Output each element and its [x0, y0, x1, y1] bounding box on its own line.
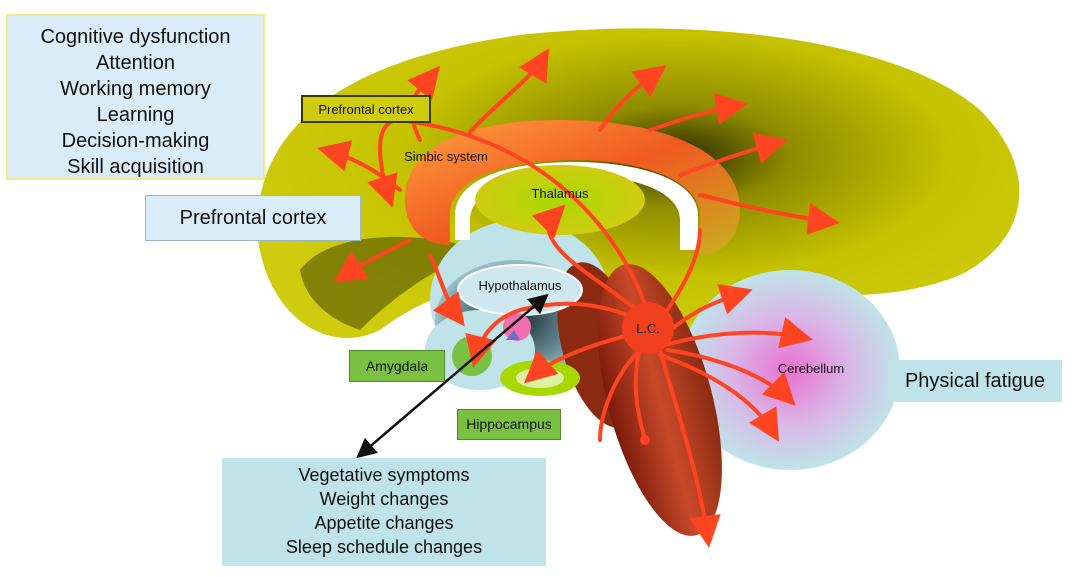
- vegetative-line: Vegetative symptoms: [222, 463, 546, 487]
- amygdala-label-box: Amygdala: [349, 350, 445, 382]
- prefrontal-cortex-brain-label: Prefrontal cortex: [318, 102, 414, 117]
- hypothalamus-label: Hypothalamus: [478, 278, 562, 293]
- vegetative-line: Sleep schedule changes: [222, 535, 546, 559]
- thalamus-label: Thalamus: [531, 186, 589, 201]
- cognitive-line: Decision-making: [8, 128, 263, 154]
- simbic-system-label: Simbic system: [404, 149, 488, 164]
- vegetative-line: Weight changes: [222, 487, 546, 511]
- cognitive-line: Learning: [8, 102, 263, 128]
- locus-coeruleus-label: L.C.: [636, 321, 660, 336]
- hippocampus-label-box: Hippocampus: [457, 409, 561, 440]
- cerebellum-label: Cerebellum: [778, 361, 844, 376]
- cognitive-line: Skill acquisition: [8, 154, 263, 180]
- cognitive-line: Cognitive dysfunction: [8, 24, 263, 50]
- physical-fatigue-box: Physical fatigue: [888, 360, 1062, 402]
- vegetative-symptoms-box: Vegetative symptoms Weight changes Appet…: [222, 458, 546, 566]
- cognitive-line: Attention: [8, 50, 263, 76]
- prefrontal-cortex-box: Prefrontal cortex: [145, 195, 361, 241]
- vegetative-line: Appetite changes: [222, 511, 546, 535]
- cognitive-line: Working memory: [8, 76, 263, 102]
- cognitive-dysfunction-box: Cognitive dysfunction Attention Working …: [6, 14, 265, 180]
